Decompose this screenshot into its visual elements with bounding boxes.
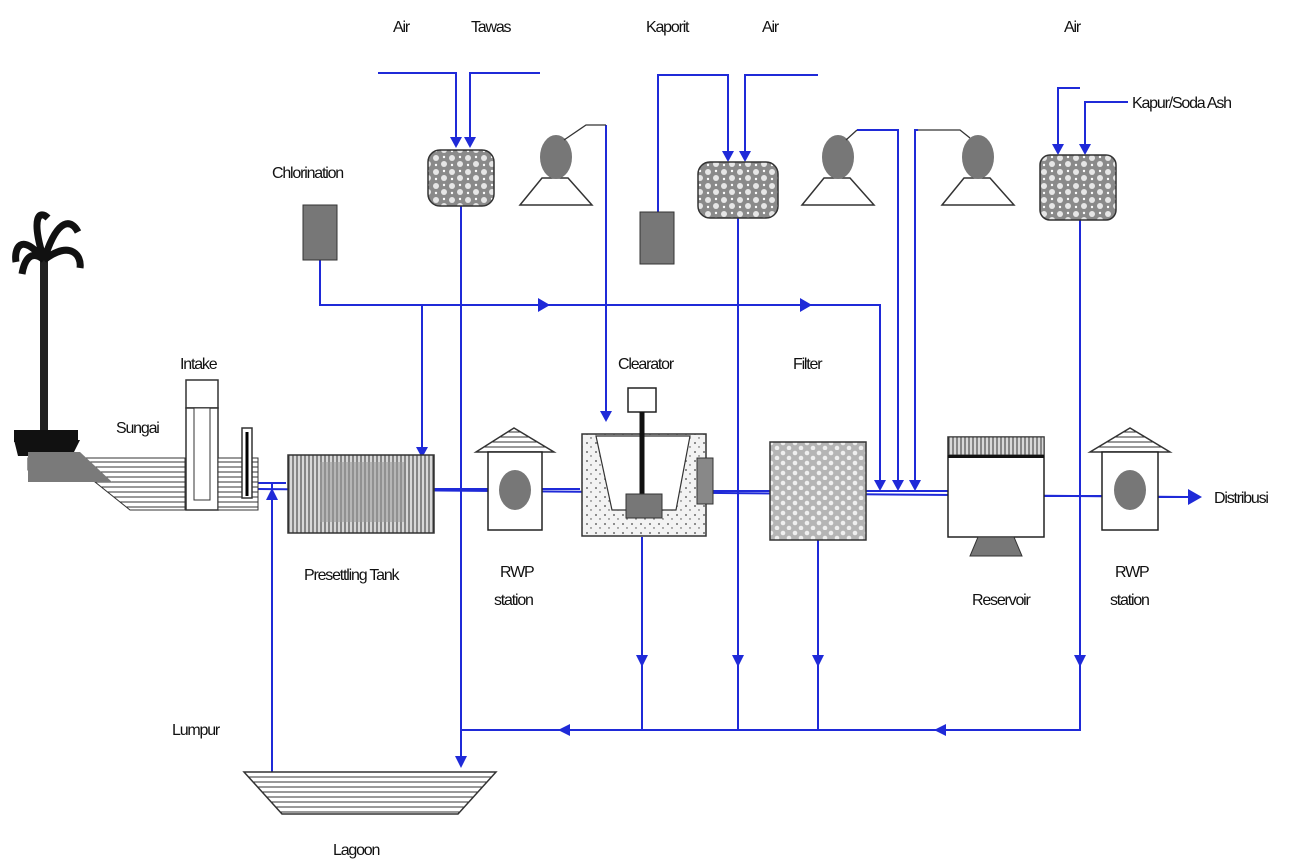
dosing-pump-2 [800,129,876,206]
mixer-kapur [1039,154,1117,221]
labels: Air Tawas Kaporit Air Air Kapur/Soda Ash… [116,19,1270,859]
arrow-down [416,447,428,458]
chlorination-tank [302,204,338,261]
label-station-2: station [1110,592,1149,609]
label-lumpur: Lumpur [172,722,221,739]
label-intake: Intake [180,356,218,373]
label-distribusi: Distribusi [1214,490,1268,507]
arrow-down [450,137,462,148]
arrow-left [558,724,570,736]
arrow-up [266,488,278,500]
label-kapur-soda-ash: Kapur/Soda Ash [1132,95,1231,112]
label-presettling-tank: Presettling Tank [304,567,401,584]
arrow-right [800,298,812,312]
arrow-down [1074,655,1086,667]
rwp-station-1 [473,427,557,531]
reservoir [947,436,1045,557]
label-rwp-1: RWP [500,564,534,581]
arrow-down [464,137,476,148]
label-filter: Filter [793,356,823,373]
flow-lines [256,72,1188,772]
label-sungai: Sungai [116,420,159,437]
arrow-down [909,480,921,491]
arrow-down [739,151,751,162]
intake-structure [185,379,259,511]
arrow-down [636,655,648,667]
clearator [581,387,714,537]
arrow-right [1188,489,1202,505]
label-rwp-2: RWP [1115,564,1149,581]
rwp-station-2 [1087,427,1173,531]
label-lagoon: Lagoon [333,842,379,859]
river-bank [27,452,186,511]
arrow-down [892,480,904,491]
arrow-down [1079,144,1091,155]
label-kaporit: Kaporit [646,19,690,36]
presettling-tank [287,454,435,534]
arrow-left [934,724,946,736]
arrow-right [538,298,550,312]
filter [769,441,867,541]
label-station-1: station [494,592,533,609]
label-clearator: Clearator [618,356,675,373]
label-air-1: Air [393,19,411,36]
label-reservoir: Reservoir [972,592,1032,609]
arrow-down [732,655,744,667]
mixer-tawas [427,149,495,207]
arrow-down [1052,144,1064,155]
label-chlorination: Chlorination [272,165,343,182]
arrow-down [600,411,612,422]
flow-arrows [266,137,1202,768]
arrow-down [874,480,886,491]
label-air-2: Air [762,19,780,36]
dosing-pump-3 [918,129,1016,206]
arrow-down [812,655,824,667]
arrow-down [455,756,467,768]
label-tawas: Tawas [471,19,512,36]
arrow-down [722,151,734,162]
mixer-kaporit [697,161,779,219]
kaporit-tank [639,211,675,265]
lagoon [242,771,498,815]
dosing-pump-1 [518,124,606,206]
palm-tree-icon [12,211,84,456]
label-air-3: Air [1064,19,1082,36]
